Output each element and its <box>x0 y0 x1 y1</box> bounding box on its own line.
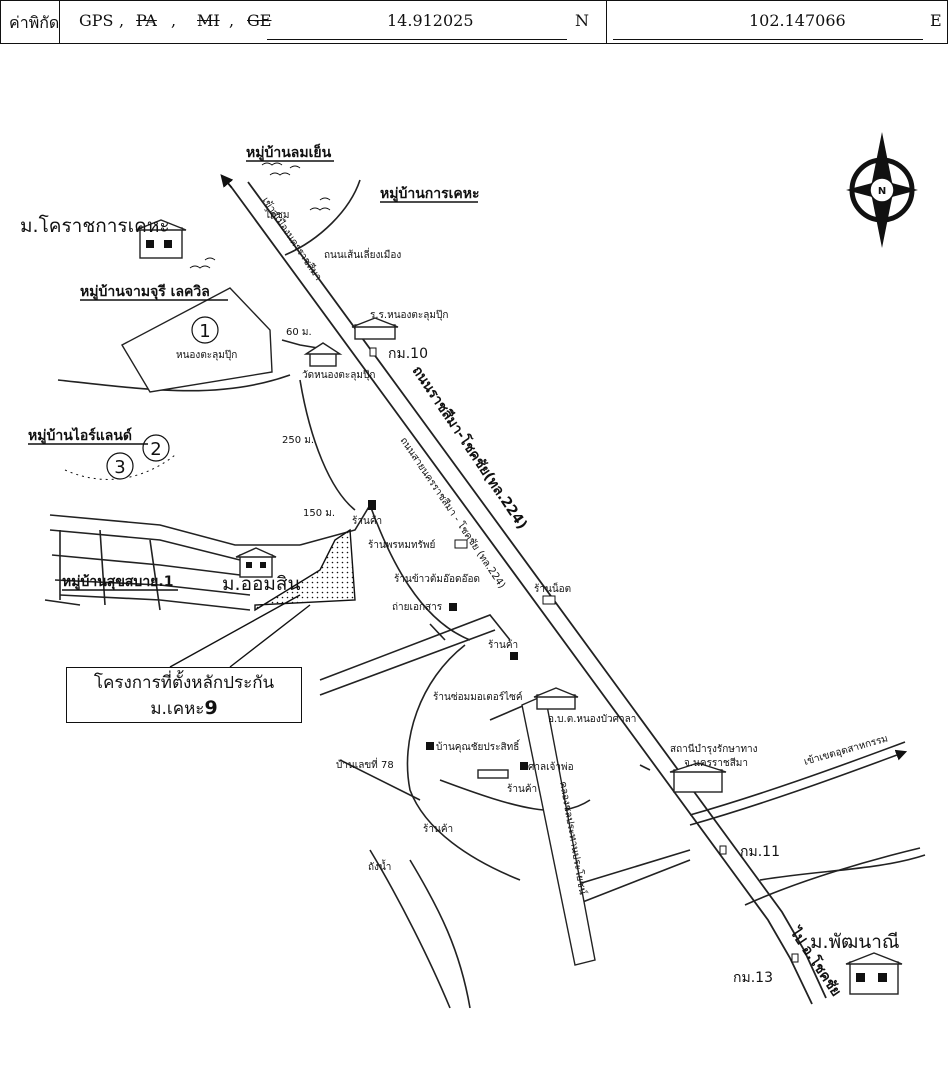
separator: , <box>119 11 125 30</box>
building-icon <box>235 547 277 578</box>
village-label: หมู่บ้านการเคหะ <box>380 186 480 202</box>
building-icon <box>669 762 727 793</box>
place-label: บ้านเลขที่ 78 <box>336 757 394 771</box>
university-label: ม.พัฒนาณี <box>810 931 900 953</box>
place-label: ศาลเจ้าพ่อ <box>528 761 574 773</box>
project-label-box: โครงการที่ตั้งหลักประกัน ม.เคหะ9 <box>66 667 302 723</box>
place-label: ร้านพรหมทรัพย์ <box>368 539 435 551</box>
temple-icon <box>303 342 343 367</box>
distance-label: 60 ม. <box>286 327 312 338</box>
place-label: ร.ร.หนองตะลุมปุ๊ก <box>370 309 448 321</box>
divider <box>59 1 60 43</box>
shop-icon <box>454 539 468 549</box>
km-marker-icon <box>369 347 377 357</box>
place-label: สถานีบำรุงรักษาทาง <box>670 743 758 755</box>
project-plot <box>254 528 356 612</box>
latitude-value: 14.912025 <box>387 11 474 30</box>
place-label: ไก่ชม <box>264 209 289 221</box>
village-label: หมู่บ้านจามจุรี เลควิล <box>80 284 210 300</box>
village-label: หมู่บ้านสุขสบาย.1 <box>62 574 173 590</box>
marker-3: 3 <box>106 452 134 480</box>
compass-icon <box>846 132 918 248</box>
place-label: ร้านซ่อมมอเตอร์ไซค์ <box>433 691 523 703</box>
distance-label: 150 ม. <box>303 508 335 519</box>
village-label: หมู่บ้านลมเย็น <box>246 143 332 161</box>
longitude-direction: E <box>930 11 942 30</box>
university-label: ม.โคราชการเคหะ <box>20 214 170 237</box>
place-label: ถ่ายเอกสาร <box>392 602 443 613</box>
coord-label: ค่าพิกัด <box>9 13 60 32</box>
highway-label-alt: ถนนสายนครราชสีมา - โชคชัย (ทล.224) <box>398 434 509 590</box>
shop-icon <box>542 595 556 605</box>
km-label: กม.10 <box>388 346 428 362</box>
gps-label: GPS <box>79 11 114 30</box>
place-label: วัดหนองตะลุมปุ๊ก <box>302 369 375 381</box>
main-highway <box>220 174 827 1005</box>
place-label: ร้านค้า <box>352 515 382 527</box>
place-label: ร้านน็อต <box>534 581 571 595</box>
place-label: ร้านค้า <box>423 823 453 835</box>
svg-text:2: 2 <box>150 439 161 460</box>
location-map: N <box>20 132 926 1009</box>
school-icon <box>533 687 579 710</box>
divider <box>606 1 607 43</box>
underline <box>267 39 567 40</box>
project-subtitle: ม.เคหะ9 <box>150 697 218 719</box>
km-label: กม.13 <box>733 970 773 986</box>
km-label: กม.11 <box>740 844 780 860</box>
latitude-direction: N <box>575 11 589 30</box>
marker-1: 1 <box>191 316 219 344</box>
building-icon <box>135 219 187 259</box>
separator: , <box>229 11 235 30</box>
tree-cluster-icon <box>189 162 331 269</box>
underline <box>613 39 923 40</box>
project-title: โครงการที่ตั้งหลักประกัน <box>93 673 275 693</box>
coordinate-header: ค่าพิกัด GPS , PA , MI , GE 14.912025 N … <box>0 0 948 44</box>
shop-icon <box>368 500 376 510</box>
svg-text:3: 3 <box>114 457 125 478</box>
mi-label: MI <box>197 11 220 30</box>
shop-icon <box>477 769 509 779</box>
village-grid <box>44 514 300 611</box>
place-label: บ้านคุณชัยประสิทธิ์ <box>436 739 521 753</box>
ge-label: GE <box>247 11 272 30</box>
building-icon <box>845 952 903 995</box>
place-label: ร้านข้าวต้มอ๊อดอ๊อด <box>394 573 480 585</box>
place-label: ถนนเส้นเลี่ยงเมือง <box>324 247 401 261</box>
distance-label: 250 ม. <box>282 435 314 446</box>
separator: , <box>171 11 177 30</box>
village-label: หมู่บ้านไอร์แลนด์ <box>28 426 132 444</box>
marker-2: 2 <box>142 434 170 462</box>
place-label: จ.นครราชสีมา <box>684 757 748 769</box>
local-roads <box>57 179 926 1009</box>
shop-icon <box>426 742 434 750</box>
school-icon <box>351 317 399 340</box>
place-label: ถังน้ำ <box>368 859 391 873</box>
highway-label: ถนนราชสีมา-โชคชัย(ทล.224) <box>409 362 532 532</box>
place-label: ร้านค้า <box>488 639 518 651</box>
irrigation-canal <box>521 694 596 966</box>
km-marker-icon <box>791 953 799 963</box>
place-label: หนองตะลุมปุ๊ก <box>176 349 237 361</box>
compass-label: N <box>878 186 886 197</box>
pa-label: PA <box>136 11 157 30</box>
university-label: ม.ออมสิน <box>222 573 301 595</box>
shop-icon <box>520 762 528 770</box>
km-marker-icon <box>719 845 727 855</box>
shop-icon <box>449 603 457 611</box>
place-label: ร้านค้า <box>507 783 537 795</box>
place-label: อ.บ.ต.หนองบัวศาลา <box>548 714 636 725</box>
shop-icon <box>510 652 518 660</box>
svg-text:1: 1 <box>199 321 210 342</box>
longitude-value: 102.147066 <box>749 11 846 30</box>
